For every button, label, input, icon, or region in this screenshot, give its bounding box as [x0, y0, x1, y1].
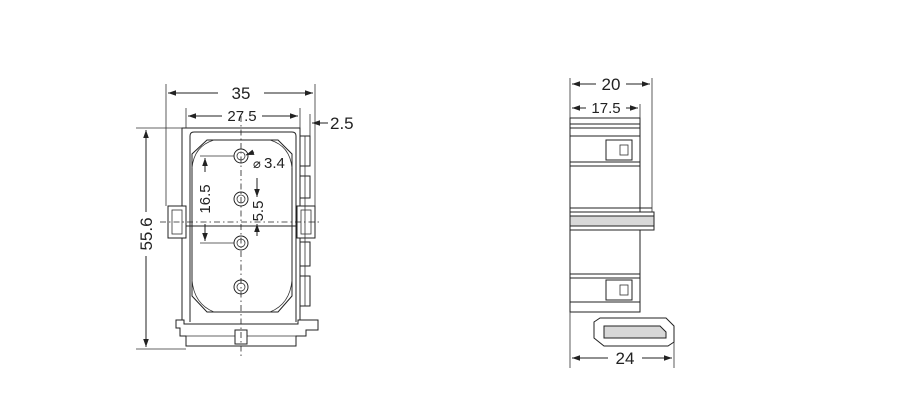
front-inner-wall	[189, 131, 297, 322]
side-view: 20 17.5 24	[569, 75, 675, 368]
dim-depth-inner: 17.5	[591, 100, 620, 117]
dim-diameter-leader	[245, 149, 255, 156]
corner-arc-br	[269, 279, 293, 313]
left-latch-inner	[171, 209, 183, 235]
front-view: 35 27.5 2.5 55.6 16.5 5.5 ⌀ 3.4	[136, 84, 354, 356]
dim-height: 55.6	[137, 217, 156, 250]
dim-pitch-span: 16.5	[197, 184, 214, 213]
side-mount-grey	[603, 325, 667, 339]
dim-width-outer: 35	[232, 84, 251, 103]
corner-arc-tl	[191, 139, 215, 169]
dim-diameter: 3.4	[264, 155, 285, 172]
side-clip-top-inner	[619, 144, 629, 156]
front-contact-panel	[191, 139, 293, 313]
dim-diameter-symbol: ⌀	[253, 156, 261, 171]
dim-depth-outer: 20	[602, 75, 621, 94]
dim-width-inner: 27.5	[227, 108, 256, 125]
corner-arc-tr	[269, 139, 293, 169]
side-clip-bottom-inner	[619, 284, 629, 296]
dim-pitch: 5.5	[250, 201, 267, 222]
side-latch-grey	[569, 215, 655, 227]
side-top-cap	[569, 117, 641, 125]
corner-arc-bl	[191, 279, 215, 313]
dim-depth-base: 24	[616, 349, 635, 368]
dim-flange: 2.5	[330, 114, 354, 133]
